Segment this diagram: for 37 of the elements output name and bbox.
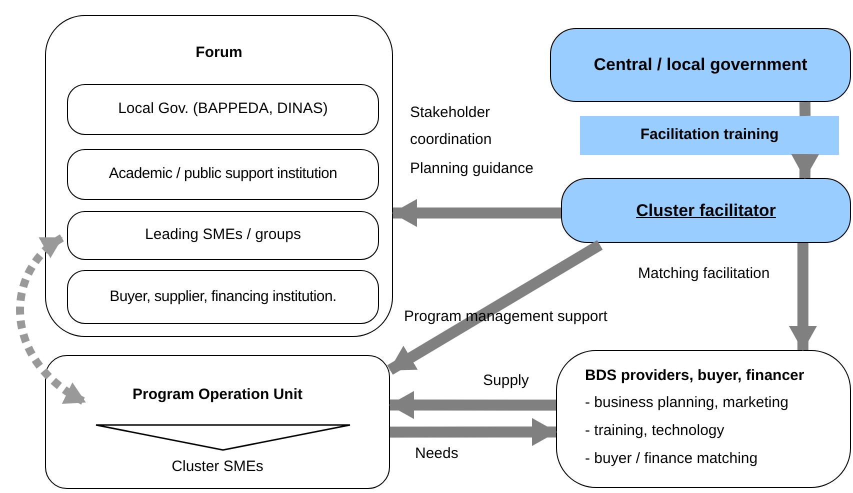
actor-box bbox=[550, 28, 851, 102]
member-label: Leading SMEs / groups bbox=[145, 225, 301, 246]
arrow bbox=[791, 154, 820, 179]
service-item: - business planning, marketing bbox=[585, 393, 790, 414]
arrow bbox=[392, 199, 561, 227]
member-label: Local Gov. (BAPPEDA, DINAS) bbox=[118, 99, 328, 120]
arrow bbox=[390, 418, 557, 446]
provider-heading: BDS providers, buyer, financer bbox=[585, 366, 806, 386]
unit-heading: Program Operation Unit bbox=[131, 385, 304, 405]
service-item: - buyer / finance matching bbox=[585, 449, 759, 470]
training-band bbox=[580, 116, 839, 155]
edge-label: Matching facilitation bbox=[638, 264, 770, 284]
arrow bbox=[389, 391, 556, 420]
flow-note: Planning guidance bbox=[410, 159, 534, 179]
provider-box bbox=[556, 350, 851, 488]
arrow bbox=[387, 240, 603, 375]
member-box bbox=[67, 211, 379, 260]
member-box bbox=[67, 149, 379, 200]
edge-label: Supply bbox=[483, 371, 529, 391]
member-label: Academic / public support institution bbox=[108, 164, 338, 184]
unit-label: Cluster SMEs bbox=[170, 457, 264, 477]
forum-panel bbox=[45, 15, 393, 337]
edge-label: Needs bbox=[415, 444, 458, 464]
actor-label: Cluster facilitator bbox=[636, 200, 776, 222]
actor-label: Central / local government bbox=[594, 54, 808, 76]
service-item: - training, technology bbox=[585, 421, 726, 442]
member-box bbox=[67, 270, 379, 324]
band-label: Facilitation training bbox=[640, 125, 779, 146]
flow-note: Stakeholder coordination bbox=[410, 103, 493, 150]
member-label: Buyer, supplier, financing institution. bbox=[110, 286, 336, 307]
unit-box bbox=[45, 355, 390, 489]
edge-label: Program management support bbox=[404, 307, 608, 327]
panel-heading: Forum bbox=[194, 43, 244, 63]
dashed-arrow bbox=[16, 234, 88, 406]
arrow bbox=[788, 243, 817, 351]
actor-box bbox=[561, 178, 851, 243]
member-box bbox=[67, 84, 379, 135]
